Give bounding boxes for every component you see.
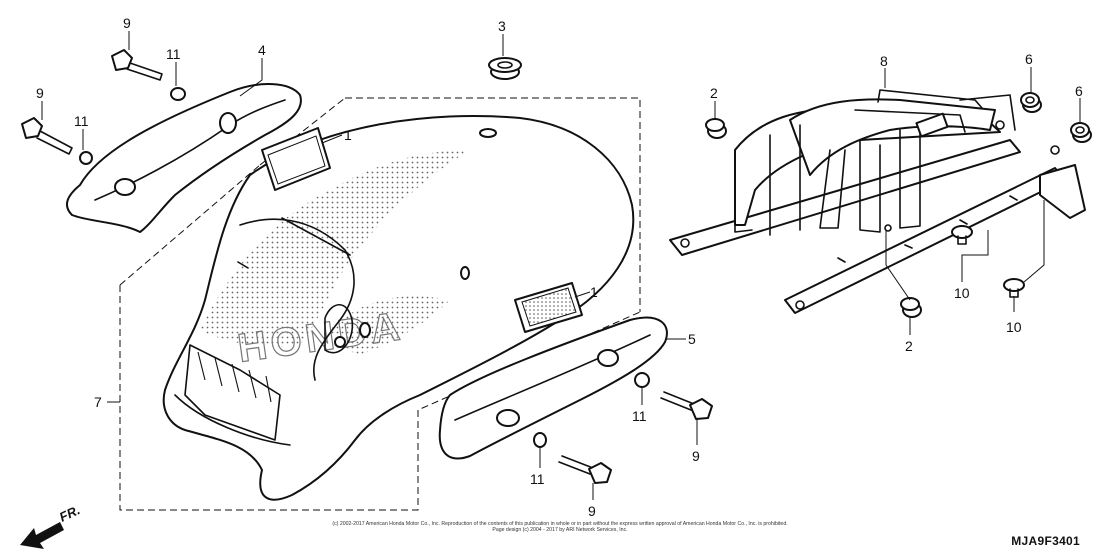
callout-11: 11 (166, 46, 181, 62)
callout-9: 9 (36, 85, 44, 101)
bolt-9-low[interactable] (558, 455, 612, 484)
callout-2: 2 (710, 85, 718, 101)
callout-9: 9 (123, 15, 131, 31)
callout-4: 4 (258, 42, 266, 58)
fender-hole (479, 128, 497, 138)
direction-label: FR. (57, 502, 82, 524)
callout-8: 8 (880, 53, 888, 69)
reflector-lower[interactable] (514, 282, 583, 333)
bolt-9-left[interactable] (21, 117, 73, 155)
honda-wing-watermark (200, 150, 470, 347)
callout-11: 11 (530, 471, 545, 487)
front-direction-arrow-icon: FR. (20, 502, 82, 549)
callouts: 9 11 4 9 11 3 1 1 7 5 11 9 11 9 2 8 6 6 … (36, 15, 1083, 519)
washer-11-mid[interactable] (634, 372, 650, 388)
bolt-9-mid[interactable] (660, 391, 713, 420)
callout-1: 1 (590, 284, 598, 300)
callout-1: 1 (344, 127, 352, 143)
callout-10: 10 (954, 285, 970, 301)
nut-6-b[interactable] (1070, 122, 1092, 143)
grommet-3[interactable] (488, 57, 522, 80)
callout-9: 9 (692, 448, 700, 464)
washer-11-low[interactable] (533, 432, 547, 448)
nut-6-a[interactable] (1020, 92, 1042, 113)
washer-11-left[interactable] (79, 151, 93, 165)
side-cover-lower[interactable] (438, 316, 668, 460)
callout-7: 7 (94, 394, 102, 410)
screw-10-a[interactable] (951, 225, 973, 245)
callout-3: 3 (498, 18, 506, 34)
callout-9: 9 (588, 503, 596, 519)
callout-2: 2 (905, 338, 913, 354)
callout-10: 10 (1006, 319, 1022, 335)
washer-11-upper[interactable] (170, 87, 186, 101)
callout-5: 5 (688, 331, 696, 347)
nut-2-upper[interactable] (705, 118, 727, 139)
copyright-notice: (c) 2002-2017 American Honda Motor Co., … (332, 521, 788, 533)
bolt-9-upper[interactable] (111, 49, 163, 81)
screw-10-b[interactable] (1003, 278, 1025, 298)
diagram-part-code: MJA9F3401 (1011, 534, 1080, 548)
callout-6: 6 (1075, 83, 1083, 99)
fender-frame-8[interactable] (669, 89, 1086, 314)
callout-11: 11 (632, 408, 647, 424)
nut-2-lower[interactable] (900, 297, 922, 318)
callout-11: 11 (74, 113, 89, 129)
rear-fender-group: HONDA (119, 97, 641, 511)
callout-6: 6 (1025, 51, 1033, 67)
reflector-upper[interactable] (261, 127, 331, 191)
side-cover-upper[interactable] (65, 83, 302, 233)
leader-lines (41, 31, 1081, 500)
